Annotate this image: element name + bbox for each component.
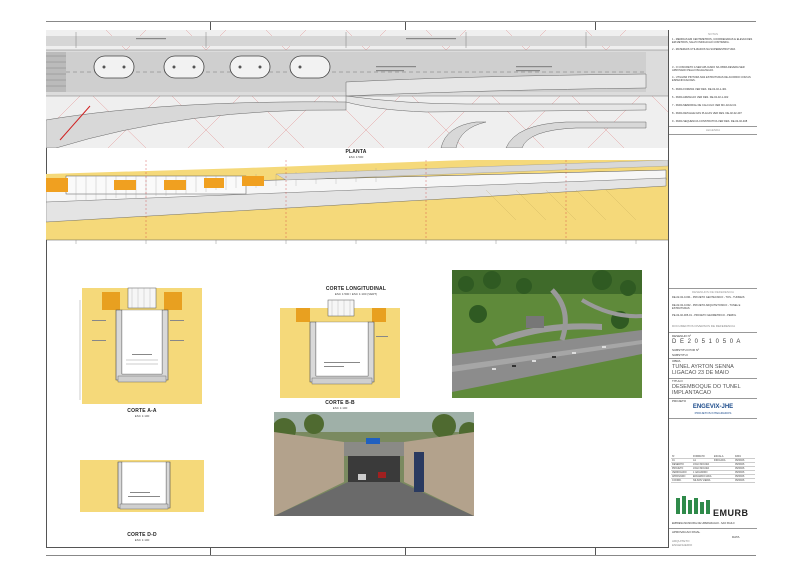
aerial-photo [452, 270, 642, 398]
section-bb-title: CORTE B-B [325, 400, 355, 406]
zone-tick [405, 547, 406, 555]
reference-2: DE-02-02-0-002 - PROJETO ARQUITETONICO -… [672, 304, 741, 311]
project-label: OBRA [672, 359, 681, 363]
longitudinal-scale: ESC 1:500 / ESC 1:100 (VERT) [334, 292, 378, 296]
plan-view [46, 30, 668, 148]
references-footer: DOCUMENTOS DIVERSOS DE REFERENCIA [672, 324, 736, 328]
longitudinal-section [45, 159, 669, 272]
drawing-area: PLANTA ESC 1:500 [45, 30, 669, 548]
zone-tick [210, 547, 211, 555]
reference-3: PE-02-02-005-01 - PROJETO GEOMETRICO - P… [672, 314, 737, 317]
substitute-by-label: SUBSTITUI [672, 353, 688, 357]
top-border-line [46, 21, 756, 22]
section-bb-scale: ESC 1:100 [332, 406, 348, 410]
plan-title: PLANTA [345, 149, 367, 155]
project-line-1: TUNEL AYRTON SENNA [672, 364, 734, 370]
note-4: 4 - UTILIZAR PINTURA NAS ESTRUTURAS DE A… [672, 76, 751, 83]
title-block: NOTAS 1 - MEDIDAS EM CENTIMETROS, COORDE… [668, 30, 757, 548]
design-number: D E 2 0 5 1 0 5 0 A [672, 339, 742, 345]
longitudinal-title: CORTE LONGITUDINAL [325, 286, 387, 292]
note-1: 1 - MEDIDAS EM CENTIMETROS, COORDENADAS … [672, 38, 753, 45]
note-8: 8 - PARA DETALHE DAS PLACAS VER DES. DE-… [672, 112, 742, 115]
client-subtitle: EMPRESA MUNICIPAL DE URBANIZACAO - SAO P… [672, 522, 735, 525]
note-5: 5 - PARA FORMAS VER DES. DE-02-02-1-401 [672, 88, 727, 91]
section-aa-drawing [79, 287, 202, 404]
section-bb-drawing [280, 299, 400, 398]
note-7: 7 - PARA MEMORIAL DE CALCULO VER MC-02-0… [672, 104, 737, 107]
section-dd-scale: ESC 1:100 [134, 538, 150, 542]
project-line-2: LIGACAO 23 DE MAIO [672, 370, 729, 376]
plan-scale: ESC 1:500 [348, 155, 364, 159]
notes-header: NOTAS [707, 32, 719, 36]
zone-tick [595, 22, 596, 30]
section-aa-title: CORTE A-A [127, 408, 157, 414]
company-name: ENGEVIX-JHE [692, 404, 734, 410]
note-2: 2 - MATERIAIS UTILIZADOS NA SUPERESTRUTU… [672, 48, 736, 51]
approval-engineer-label: ENGENHEIRO [672, 543, 693, 547]
drawing-title-label: TITULO [672, 379, 683, 383]
zone-tick [595, 547, 596, 555]
tunnel-portal-photo [274, 412, 474, 516]
section-dd-title: CORTE D-D [127, 532, 157, 538]
note-3: 3 - O CONCRETO A SER APLICADO NA OBRA DE… [672, 66, 745, 73]
client-name: EMURB [713, 508, 749, 518]
plan-view-drawing [46, 30, 668, 148]
section-aa-scale: ESC 1:100 [134, 414, 150, 418]
zone-tick [405, 22, 406, 30]
note-6: 6 - PARA ARMACAO VER DES. DE-02-02-1-402 [672, 96, 729, 99]
company-tagline: PROJETOS INTEGRADOS [694, 411, 732, 415]
legend-header: LEGENDA [705, 128, 721, 132]
emurb-logo-icon [676, 496, 710, 514]
approvals-header: APROVACAO FINAL [672, 530, 701, 534]
substitute-no-label: SUBSTITUI POR Nº [672, 348, 700, 352]
section-dd-drawing [80, 460, 204, 512]
zone-tick [210, 22, 211, 30]
longitudinal-drawing [45, 159, 669, 244]
references-header: DESENHOS DE REFERENCIA [691, 290, 734, 294]
note-9: 9 - PARA SEQUENCIA CONSTRUTIVA VER DES. … [672, 120, 748, 123]
reference-1: DE-02-02-0-001 - PROJETO GEOTECNICO - TO… [672, 296, 745, 299]
drawing-line-2: IMPLANTACAO [672, 390, 712, 396]
approval-date-label: DATA [732, 535, 740, 539]
drawing-line-1: DESEMBOQUE DO TUNEL [672, 384, 741, 390]
bottom-border-line [46, 555, 756, 556]
design-no-label: DESENHO Nº [672, 334, 691, 338]
approval-architect-label: ARQUITETO [672, 539, 690, 543]
company-label: PROJETO [672, 399, 687, 403]
